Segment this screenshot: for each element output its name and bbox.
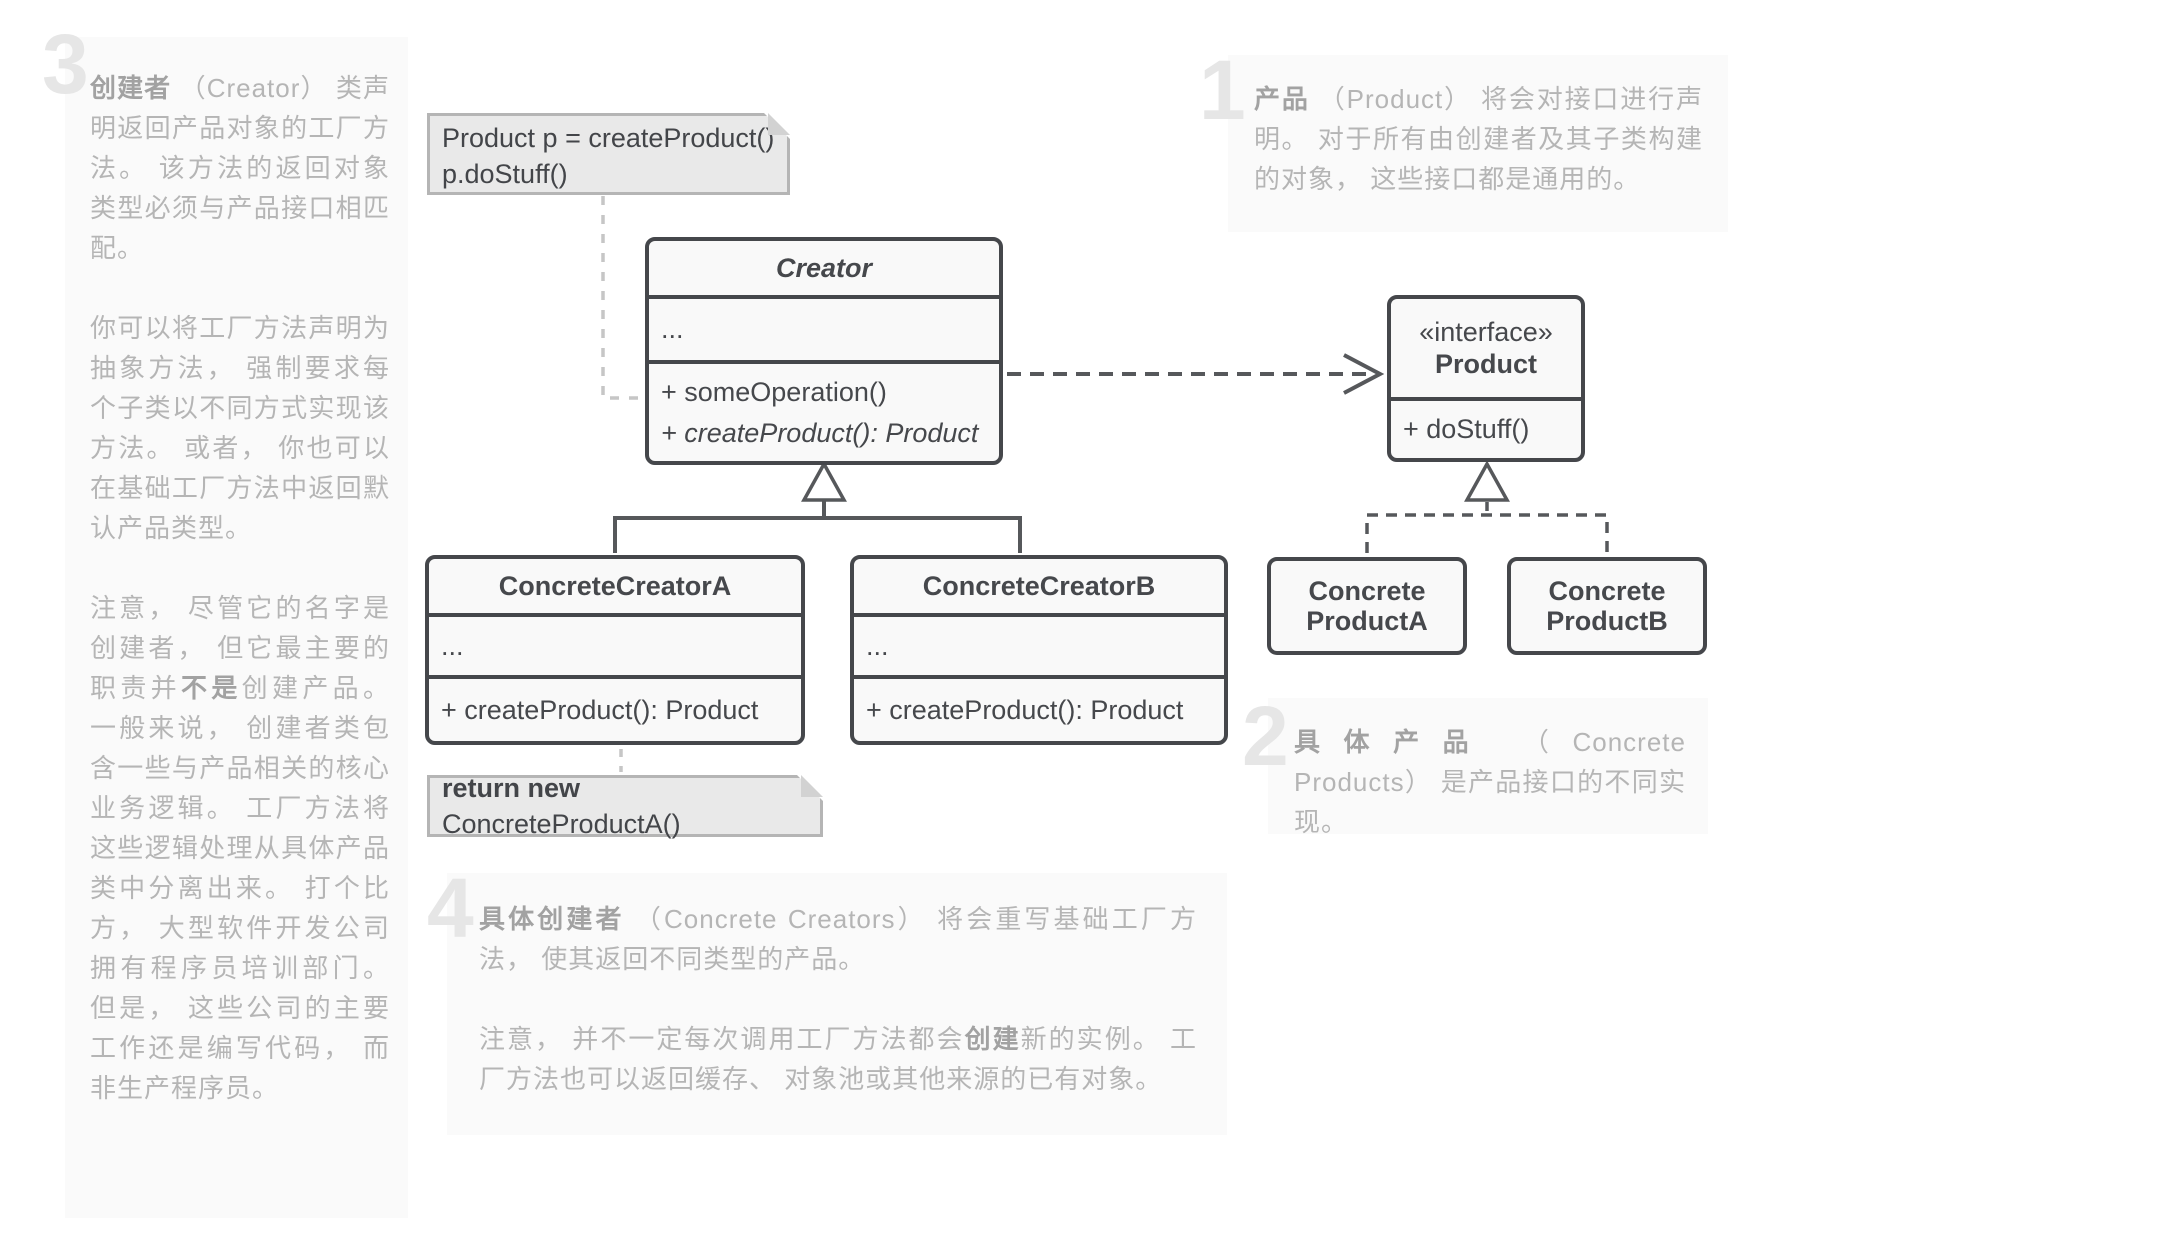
concrete-creator-b-class: ConcreteCreatorB ... + createProduct(): …: [850, 555, 1228, 745]
concrete-product-a-class: Concrete ProductA: [1267, 557, 1467, 655]
concrete-product-b-title: Concrete ProductB: [1546, 576, 1668, 636]
concrete-creator-a-ellipsis: ...: [429, 613, 801, 675]
client-code-line-1: Product p = createProduct(): [442, 123, 775, 153]
annotation-product: 产品 （Product） 将会对接口进行声明。 对于所有由创建者及其子类构建的对…: [1228, 55, 1728, 232]
creator-class-title: Creator: [775, 252, 873, 283]
creator-method-createProduct: + createProduct(): Product: [661, 417, 979, 448]
annotation-number-3: 3: [42, 17, 89, 111]
creator-fields-ellipsis: ...: [649, 295, 999, 360]
annotation-product-text: 产品 （Product） 将会对接口进行声明。 对于所有由创建者及其子类构建的对…: [1254, 84, 1703, 194]
annotation-concrete-products: 具体产品 （Concrete Products） 是产品接口的不同实现。: [1268, 698, 1708, 837]
return-statement-text: return new ConcreteProductA(): [442, 773, 681, 839]
concrete-creator-a-class: ConcreteCreatorA ... + createProduct(): …: [425, 555, 805, 745]
realization-triangle-icon: [1464, 460, 1510, 502]
sidebar-note-creator: 创建者 （Creator） 类声明返回产品对象的工厂方法。 该方法的返回对象类型…: [65, 37, 408, 1218]
sidebar-note-text: 创建者 （Creator） 类声明返回产品对象的工厂方法。 该方法的返回对象类型…: [90, 73, 390, 1103]
client-code-note: Product p = createProduct() p.doStuff(): [427, 113, 790, 195]
creator-method-someOperation: + someOperation(): [661, 376, 887, 407]
annotation-number-4: 4: [427, 861, 474, 955]
concrete-product-a-title: Concrete ProductA: [1306, 576, 1428, 636]
product-interface-title: Product: [1434, 349, 1537, 379]
client-code-line-2: p.doStuff(): [442, 159, 568, 189]
note-fold-corner-icon: [764, 113, 790, 139]
concrete-creator-a-method: + createProduct(): Product: [429, 675, 801, 741]
inheritance-connector: [613, 516, 1022, 553]
annotation-number-1: 1: [1199, 43, 1246, 137]
concrete-creator-b-title: ConcreteCreatorB: [922, 570, 1156, 601]
product-interface: «interface» Product + doStuff(): [1387, 295, 1585, 462]
note-link-client-code: [601, 196, 641, 400]
product-interface-header: «interface» Product: [1391, 299, 1581, 397]
return-statement-note: return new ConcreteProductA(): [427, 773, 823, 839]
realization-connector: [1365, 513, 1609, 553]
concrete-creator-a-title: ConcreteCreatorA: [498, 570, 732, 601]
creator-methods: + someOperation() + createProduct(): Pro…: [649, 360, 999, 461]
annotation-concrete-creators-text: 具体创建者 （Concrete Creators） 将会重写基础工厂方法， 使其…: [479, 904, 1197, 1094]
inheritance-triangle-icon: [801, 460, 847, 502]
creator-class: Creator ... + someOperation() + createPr…: [645, 237, 1003, 465]
concrete-creator-b-method: + createProduct(): Product: [854, 675, 1224, 741]
product-interface-stereotype: «interface»: [1419, 317, 1553, 347]
product-interface-method: + doStuff(): [1391, 397, 1581, 458]
annotation-concrete-creators: 具体创建者 （Concrete Creators） 将会重写基础工厂方法， 使其…: [447, 873, 1227, 1135]
note-fold-corner-icon: [797, 775, 823, 801]
annotation-number-2: 2: [1242, 689, 1289, 783]
concrete-product-b-class: Concrete ProductB: [1507, 557, 1707, 655]
annotation-concrete-products-text: 具体产品 （Concrete Products） 是产品接口的不同实现。: [1294, 727, 1686, 837]
dependency-arrowhead-icon: [1343, 353, 1385, 395]
concrete-creator-b-ellipsis: ...: [854, 613, 1224, 675]
